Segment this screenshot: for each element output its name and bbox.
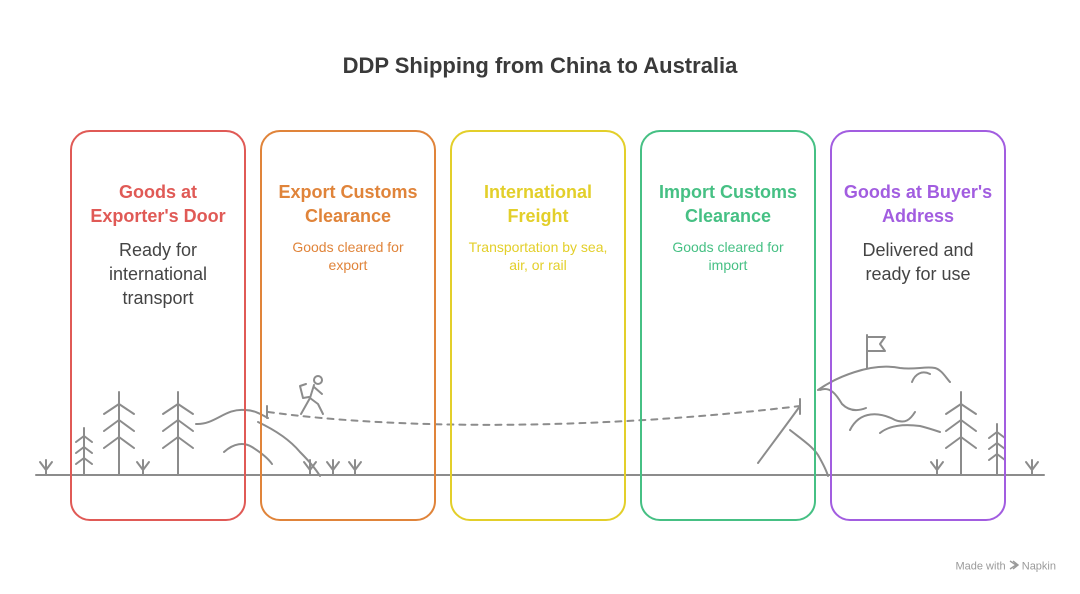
diagram-title: DDP Shipping from China to Australia [342, 53, 738, 78]
step-title: Import Customs Clearance [642, 180, 814, 228]
step-title: Goods at Buyer's Address [832, 180, 1004, 228]
step-title-line: Clearance [304, 206, 392, 226]
step-description: Transportation by sea, air, or rail [460, 238, 616, 274]
step-card-buyers-address: Goods at Buyer's Address Delivered and r… [830, 130, 1006, 521]
step-card-exporters-door: Goods at Exporter's Door Ready for inter… [70, 130, 246, 521]
grass-icon [1025, 459, 1039, 476]
step-description: Goods cleared for import [650, 238, 806, 274]
grass-icon [136, 459, 150, 476]
tree-icon [945, 391, 977, 476]
step-card-import-customs: Import Customs Clearance Goods cleared f… [640, 130, 816, 521]
tree-icon [103, 391, 135, 476]
step-title: Goods at Exporter's Door [72, 180, 244, 228]
step-title-line: International [483, 182, 592, 202]
step-description: Goods cleared for export [270, 238, 426, 274]
step-title: International Freight [452, 180, 624, 228]
step-description-line: import [708, 257, 748, 273]
step-title-line: Import Customs [658, 182, 797, 202]
tree-icon [75, 427, 93, 476]
step-description-line: air, or rail [509, 257, 567, 273]
step-description-line: Delivered and [862, 240, 974, 260]
step-description-line: Goods cleared for [672, 239, 784, 255]
step-description-line: transport [122, 288, 194, 308]
step-description: Ready for international transport [80, 238, 236, 310]
grass-icon [930, 459, 944, 476]
step-description-line: Ready for [118, 240, 198, 260]
flag-icon [866, 334, 886, 369]
grass-icon [348, 459, 362, 476]
step-title-line: Goods at Buyer's [843, 182, 993, 202]
hiker-icon [299, 375, 324, 415]
step-description-line: ready for use [865, 264, 971, 284]
tree-icon [162, 391, 194, 476]
napkin-credit[interactable]: Made with Napkin [955, 560, 1056, 573]
step-title-line: Exporter's Door [90, 206, 226, 226]
grass-icon [326, 459, 340, 476]
step-title-line: Freight [507, 206, 569, 226]
step-title-line: Export Customs [278, 182, 418, 202]
step-description-line: Transportation by sea, [468, 239, 608, 255]
step-description: Delivered and ready for use [840, 238, 996, 286]
credit-brand: Napkin [1021, 560, 1056, 573]
step-description-line: international [108, 264, 208, 284]
step-title: Export Customs Clearance [262, 180, 434, 228]
step-title-line: Goods at [118, 182, 197, 202]
step-title-line: Clearance [684, 206, 772, 226]
step-description-line: Goods cleared for [292, 239, 404, 255]
step-card-international-freight: International Freight Transportation by … [450, 130, 626, 521]
tree-icon [988, 423, 1006, 476]
step-description-line: export [328, 257, 368, 273]
grass-icon [39, 459, 53, 476]
step-title-line: Address [881, 206, 955, 226]
napkin-logo-icon [1009, 560, 1019, 573]
step-card-export-customs: Export Customs Clearance Goods cleared f… [260, 130, 436, 521]
credit-prefix: Made with [955, 560, 1006, 573]
